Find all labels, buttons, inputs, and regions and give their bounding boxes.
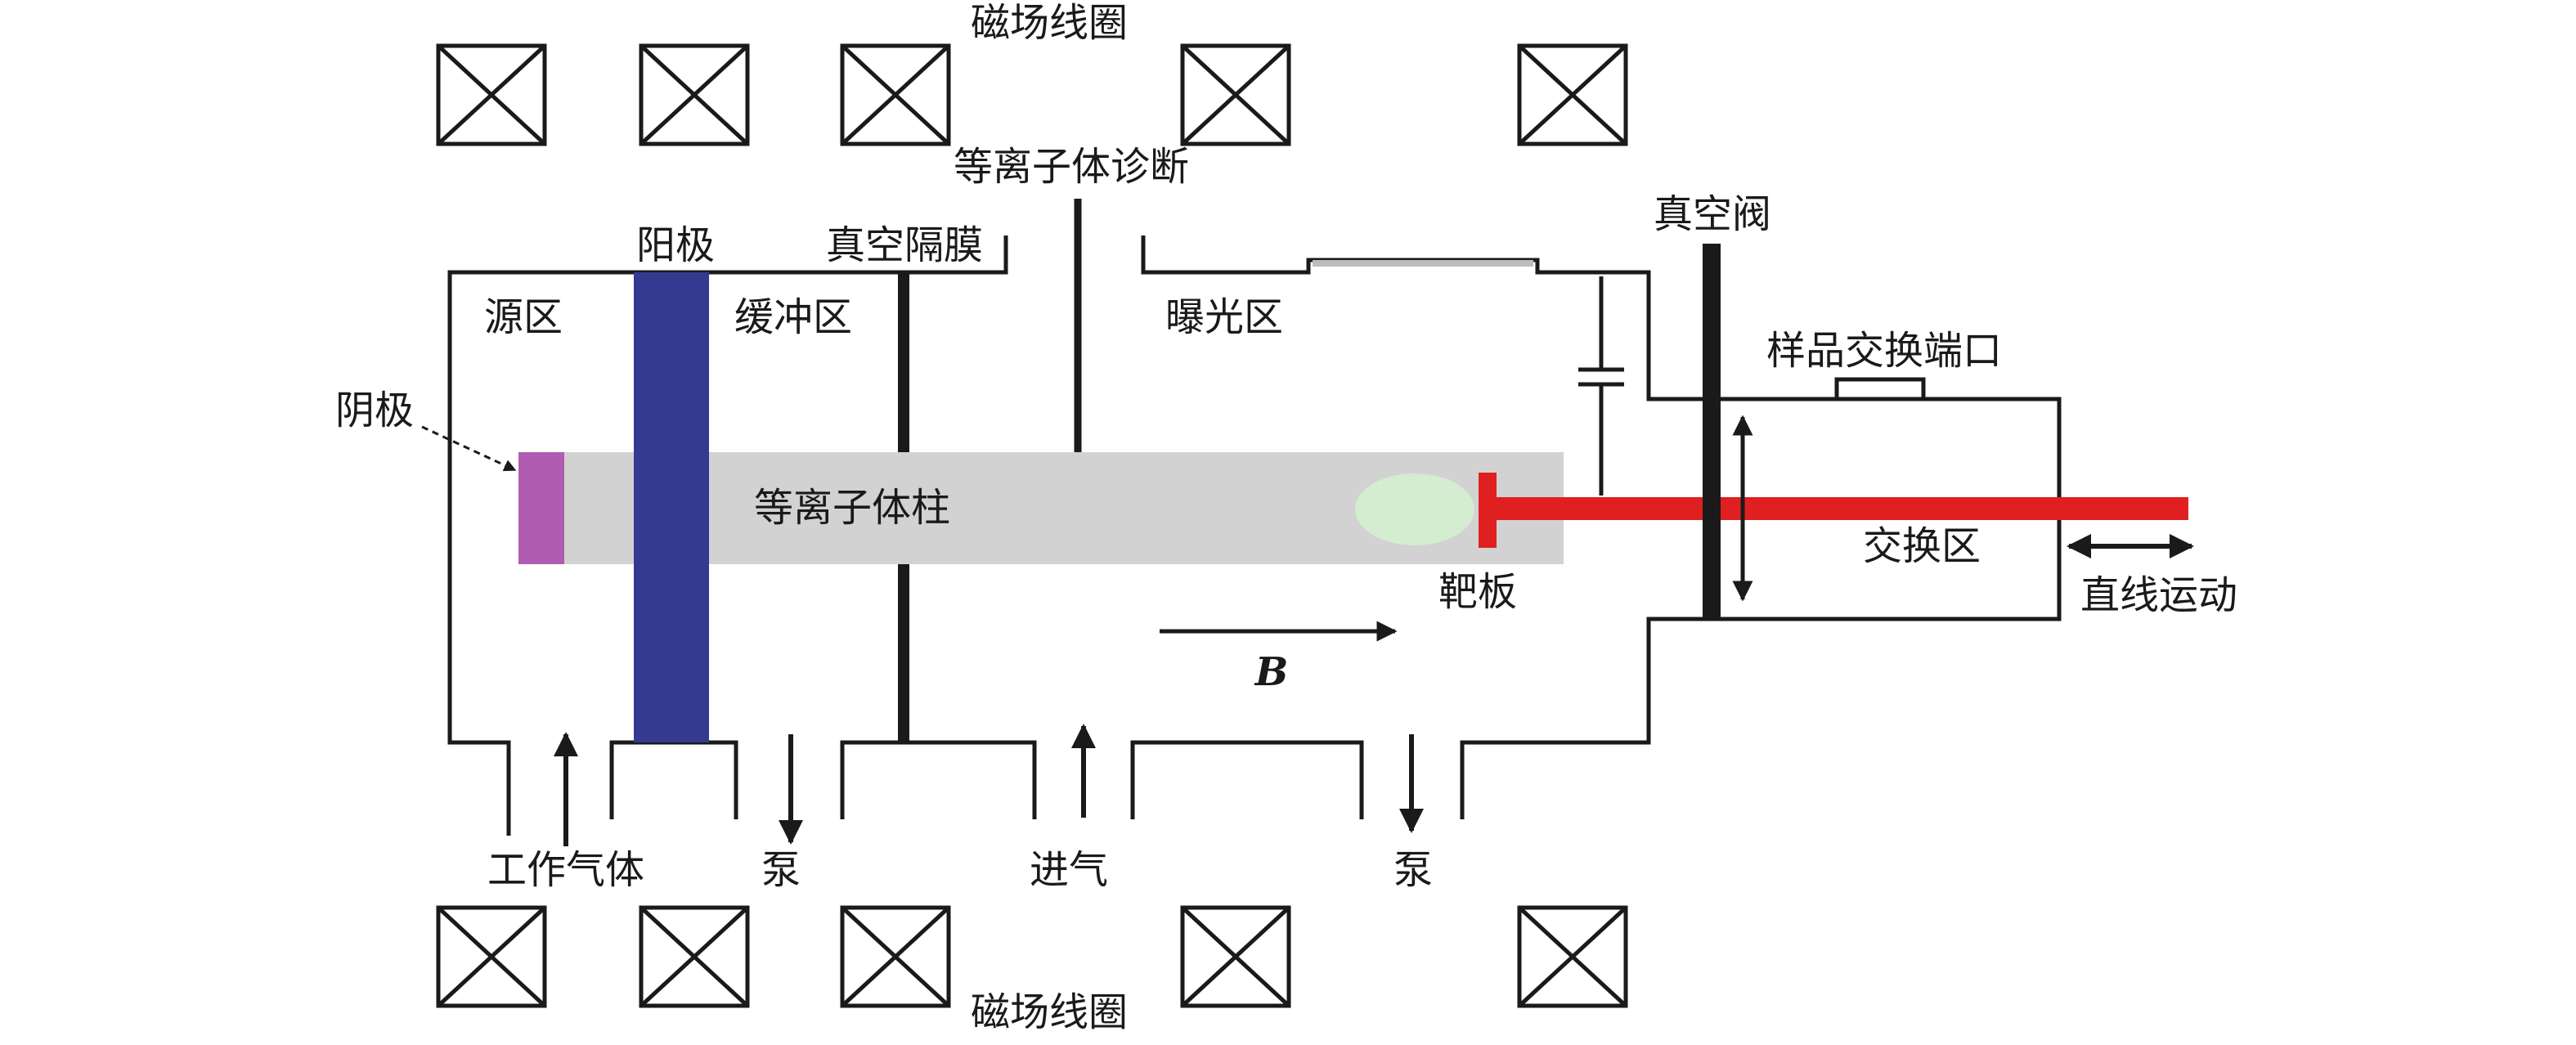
magnetic-field-label: B xyxy=(1254,649,1289,695)
exposure-region-label: 曝光区 xyxy=(1165,294,1283,340)
source-region-label: 源区 xyxy=(484,294,563,340)
plasma-diagnostic-probe xyxy=(1071,199,1084,500)
buffer-region-label: 缓冲区 xyxy=(734,294,852,340)
coil-icon xyxy=(840,43,951,146)
gas-inlet-label: 进气 xyxy=(1030,847,1108,893)
anode xyxy=(634,272,709,742)
target-plasma-spot xyxy=(1355,473,1474,545)
plasma-column-label: 等离子体柱 xyxy=(754,485,950,531)
coil-icon xyxy=(436,43,547,146)
target-rod xyxy=(1485,497,2188,520)
anode-label: 阳极 xyxy=(636,222,715,268)
pump-2-label: 泵 xyxy=(1393,847,1433,893)
exchange-region-label: 交换区 xyxy=(1863,523,1981,569)
capacitor-element xyxy=(1578,276,1624,496)
coil-icon xyxy=(639,43,750,146)
vacuum-valve-label: 真空阀 xyxy=(1654,191,1771,237)
target-plate xyxy=(1479,473,1497,548)
coil-icon xyxy=(840,905,951,1008)
chamber-outline xyxy=(447,235,2062,836)
coil-icon xyxy=(639,905,750,1008)
cathode-leader-line xyxy=(421,425,517,472)
cathode-label: 阴极 xyxy=(335,388,414,433)
linear-motion-label: 直线运动 xyxy=(2080,572,2237,618)
target-label: 靶板 xyxy=(1438,569,1517,615)
vacuum-diaphragm-label: 真空隔膜 xyxy=(826,222,983,268)
coil-icon xyxy=(1180,43,1291,146)
coil-icon xyxy=(1180,905,1291,1008)
cathode xyxy=(518,452,564,564)
coil-label-bottom: 磁场线圈 xyxy=(971,989,1128,1035)
coil-icon xyxy=(1517,905,1628,1008)
coil-icon xyxy=(436,905,547,1008)
coil-icon xyxy=(1517,43,1628,146)
working-gas-label: 工作气体 xyxy=(487,847,644,893)
coil-label-top: 磁场线圈 xyxy=(971,0,1128,46)
pump-1-label: 泵 xyxy=(761,847,801,893)
coils-bottom xyxy=(436,905,1628,1008)
plasma-diagnostics-label: 等离子体诊断 xyxy=(954,144,1189,190)
coils-top xyxy=(436,43,1628,146)
sample-exchange-port-flange xyxy=(1834,377,1926,399)
sample-exchange-port-label: 样品交换端口 xyxy=(1766,328,2002,374)
